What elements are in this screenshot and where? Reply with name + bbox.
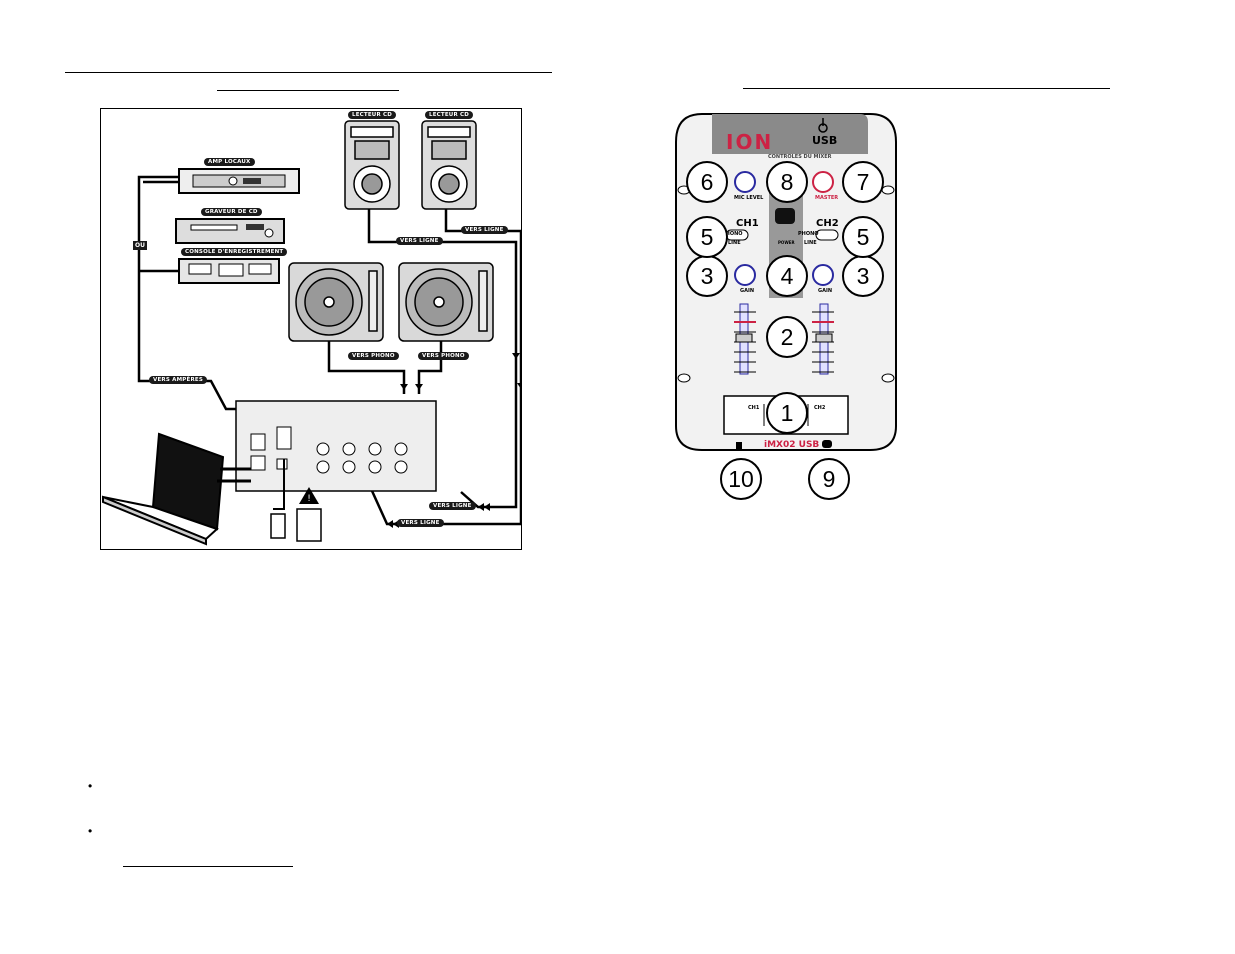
callout-1: 1 [766,392,808,434]
label-ou: OU [133,241,147,250]
model-label: iMX02 USB [764,440,820,450]
xfader-ch1-label: CH1 [748,405,760,411]
label-cd-player-1: LECTEUR CD [348,111,397,119]
callout-7: 7 [842,161,884,203]
connection-diagram: ! AMP LOCAUX GRAVEUR DE CD CONSOLE D'ENR… [100,108,522,550]
callout-9: 9 [808,458,850,500]
label-vers-amperes: VERS AMPÈRES [149,376,207,384]
callout-4: 4 [766,255,808,297]
label-vers-phono-1: VERS PHONO [348,352,399,360]
callout-5-right: 5 [842,216,884,258]
label-recording-console: CONSOLE D'ENREGISTREMENT [181,248,288,256]
label-cd-burner: GRAVEUR DE CD [201,208,262,216]
mixer-diagram: ION USB CONTROLES DU MIXER MIC LEVEL MAS… [672,108,900,500]
label-cd-player-2: LECTEUR CD [425,111,474,119]
ch2-line-label: LINE [804,240,817,246]
right-top-rule [743,88,1110,89]
left-top-rule [65,72,552,73]
callout-3-left: 3 [686,255,728,297]
label-amp: AMP LOCAUX [204,158,255,166]
bullet-1: • [88,779,93,793]
callout-10: 10 [720,458,762,500]
label-vers-ligne-bottom-2: VERS LIGNE [397,519,444,527]
label-vers-phono-2: VERS PHONO [418,352,469,360]
mixer-subtitle: CONTROLES DU MIXER [768,154,832,160]
label-vers-ligne-top: VERS LIGNE [396,237,443,245]
ch1-line-label: LINE [728,240,741,246]
label-vers-ligne-bottom-1: VERS LIGNE [429,502,476,510]
gain-label-ch1: GAIN [740,288,755,294]
ch1-phono-label: PHONO [722,231,743,237]
ch1-label: CH1 [736,218,759,229]
power-label: POWER [778,240,795,245]
left-sub-rule [217,90,399,91]
bullet-2: • [88,824,93,838]
mic-level-label: MIC LEVEL [734,195,764,201]
xfader-ch2-label: CH2 [814,405,826,411]
callout-6: 6 [686,161,728,203]
usb-logo: USB [812,134,838,147]
callout-2: 2 [766,316,808,358]
callout-3-right: 3 [842,255,884,297]
bottom-link-rule [123,866,293,867]
ch2-label: CH2 [816,218,839,229]
master-label: MASTER [815,195,839,201]
callout-5-left: 5 [686,216,728,258]
callout-8: 8 [766,161,808,203]
connection-diagram-art: ! [102,120,521,546]
label-vers-ligne-right: VERS LIGNE [461,226,508,234]
ion-logo: ION [726,130,774,154]
gain-label-ch2: GAIN [818,288,833,294]
svg-text:!: ! [307,494,311,504]
ch2-phono-label: PHONO [798,231,819,237]
